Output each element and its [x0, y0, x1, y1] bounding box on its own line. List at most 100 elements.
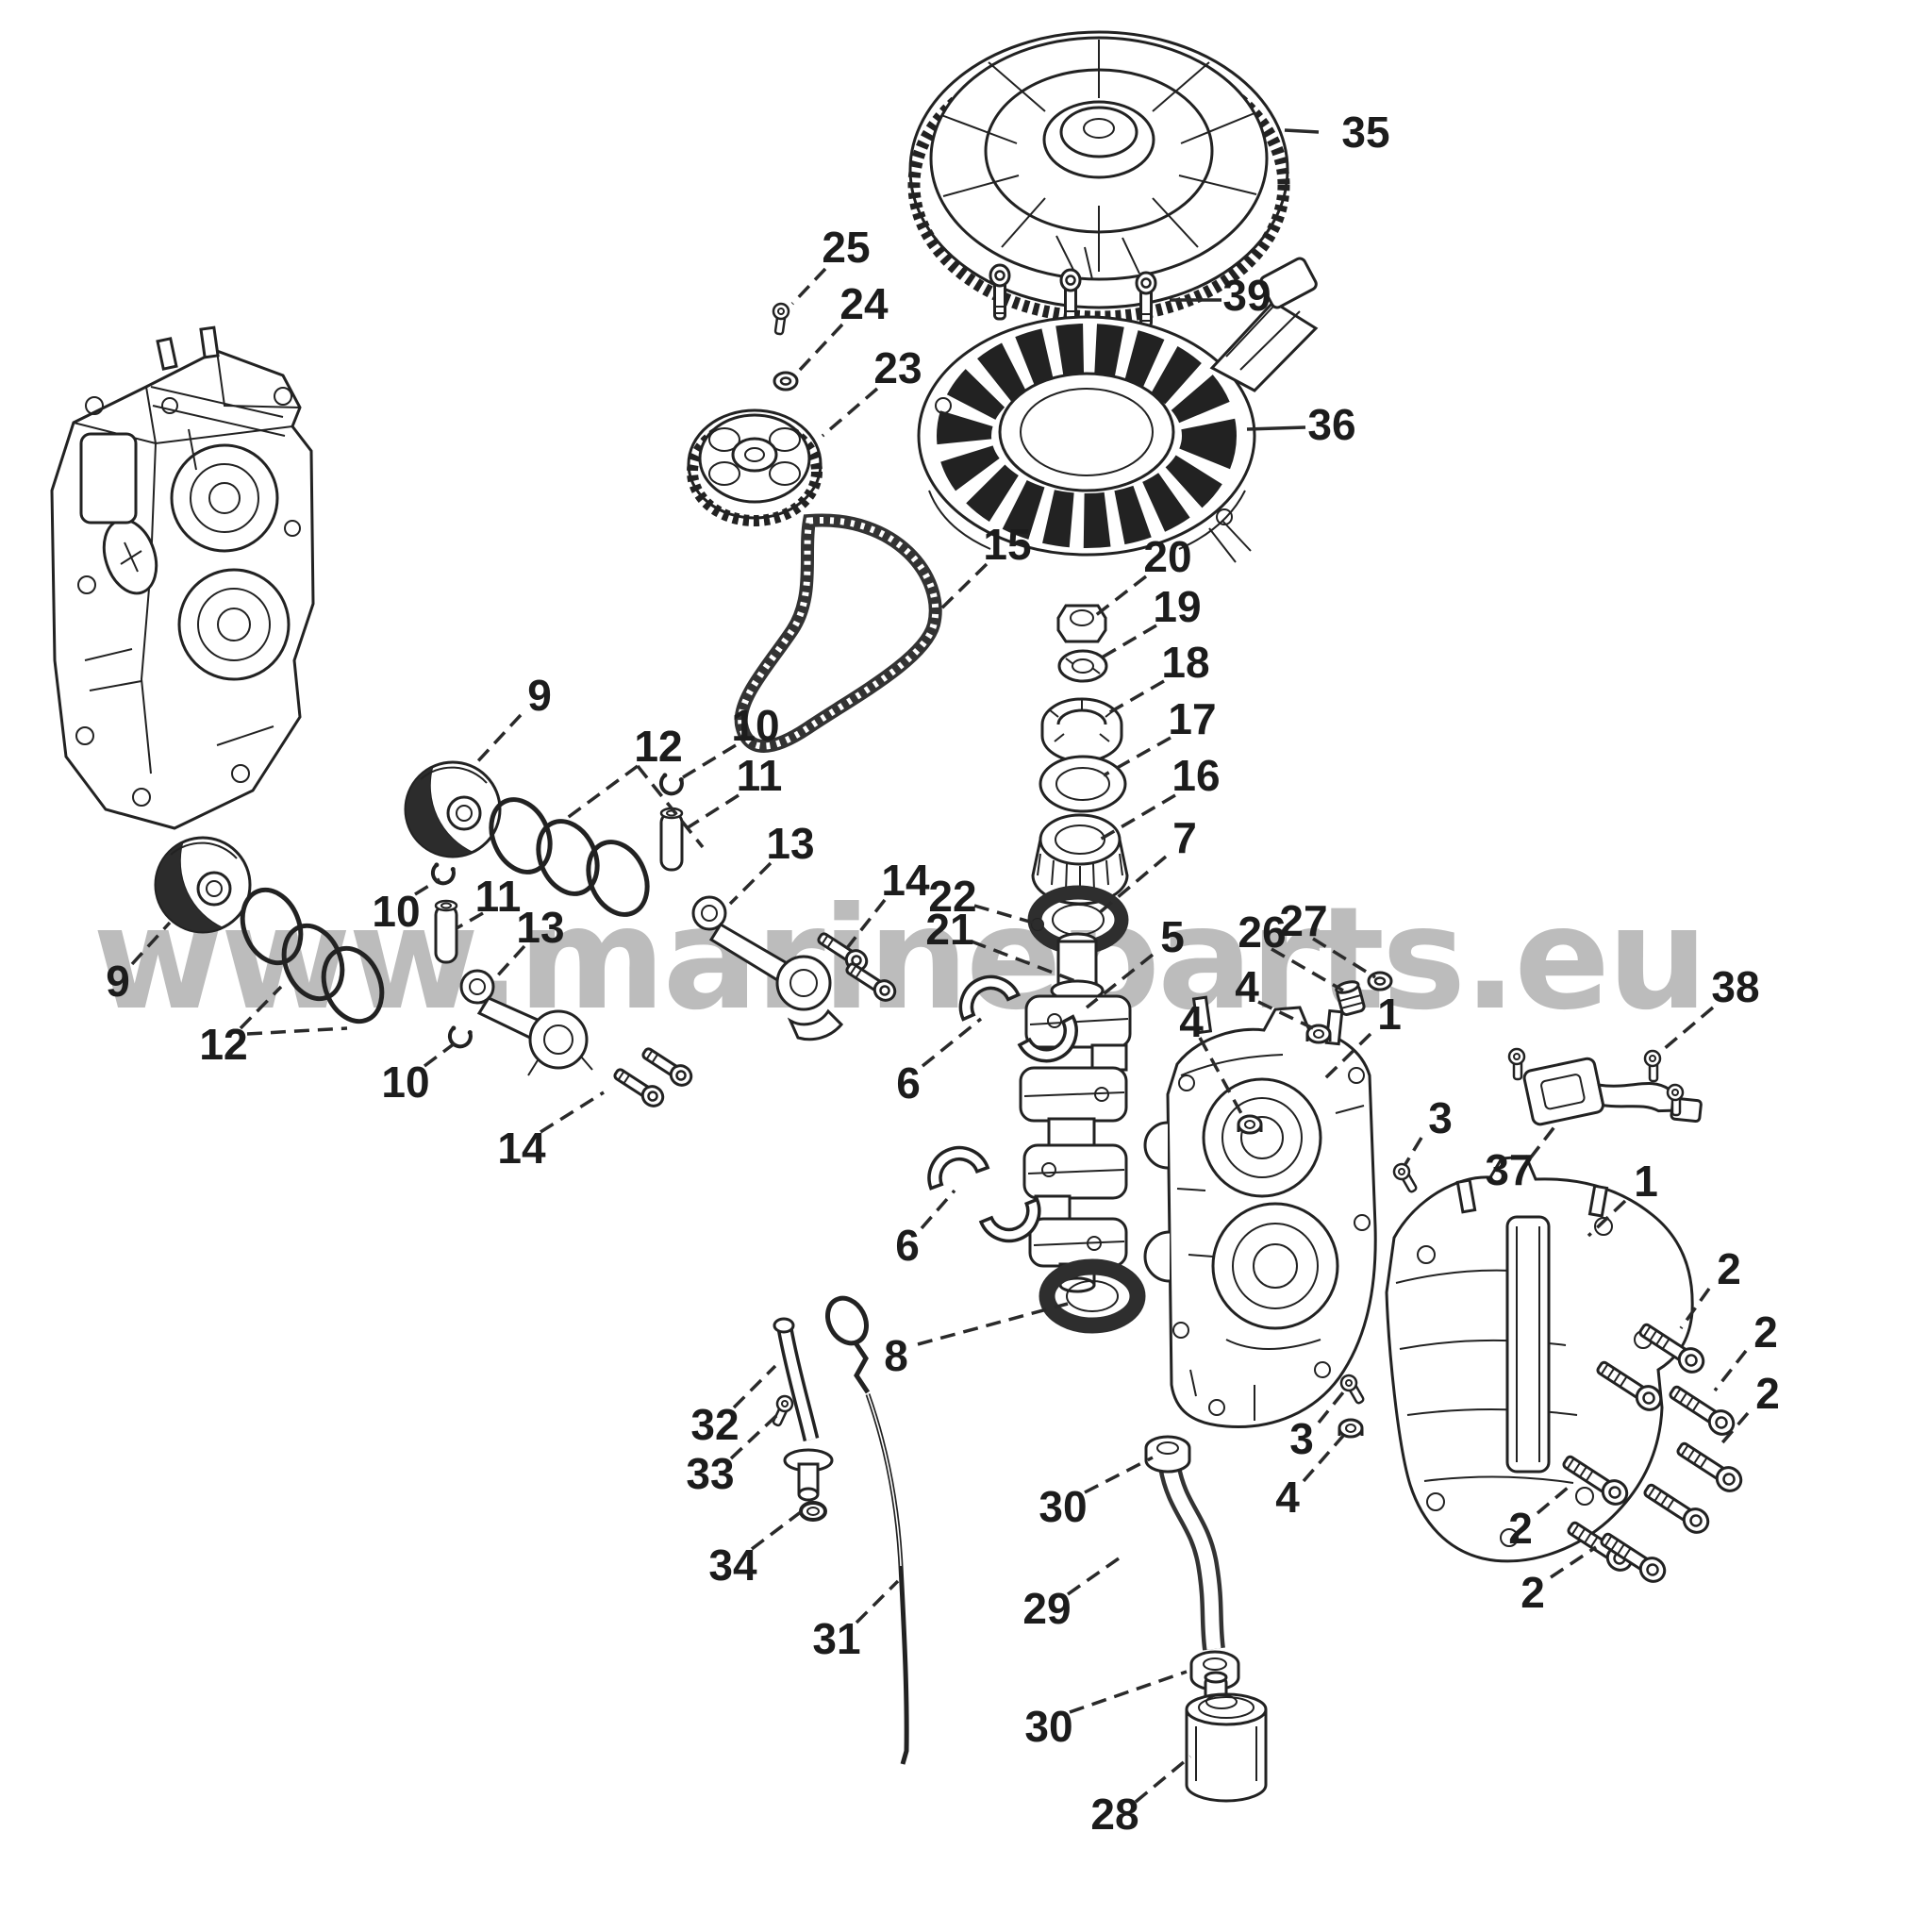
callout-12-15: 12: [634, 722, 682, 771]
crankcase-half-drawing: [1385, 1155, 1694, 1563]
leader-line-29: [1066, 1557, 1121, 1596]
bolt-3-icon: [1389, 1159, 1421, 1197]
callout-17-10: 17: [1168, 694, 1216, 743]
callout-20-7: 20: [1143, 532, 1191, 581]
callout-4-35: 4: [1235, 962, 1259, 1011]
clip-10-icon: [656, 770, 687, 798]
callout-2-42: 2: [1717, 1244, 1741, 1293]
callout-34-54: 34: [708, 1541, 757, 1590]
leader-line-2: [1679, 1287, 1711, 1330]
callout-13-18: 13: [766, 819, 814, 868]
leader-line-11: [686, 793, 739, 830]
flywheel-bolt-39-icon: [1059, 268, 1082, 325]
callout-2-43: 2: [1753, 1307, 1778, 1357]
washer-27-icon: [1367, 971, 1393, 991]
pin-22-icon: [1031, 918, 1044, 931]
dipstick-drawing: [825, 1295, 909, 1765]
callout-14-27: 14: [497, 1124, 546, 1173]
callout-12-22: 12: [199, 1020, 247, 1069]
callout-33-53: 33: [686, 1449, 734, 1498]
case-bolt-2-icon: [1671, 1436, 1747, 1497]
oil-filter-28-drawing: [1185, 1671, 1268, 1803]
case-bolt-2-icon: [1638, 1477, 1714, 1539]
seal-8-icon: [1039, 1258, 1146, 1334]
leader-line-12: [239, 985, 283, 1030]
leader-line-2: [1713, 1349, 1748, 1392]
callout-30-48: 30: [1039, 1482, 1087, 1531]
leader-line-9: [472, 713, 523, 768]
callout-27-34: 27: [1279, 896, 1327, 945]
oil-hose-29-drawing: [1158, 1464, 1225, 1651]
callout-4-36: 4: [1179, 997, 1204, 1046]
o-ring-34-icon: [799, 1501, 827, 1522]
watermark-text: www.marineparts.eu: [92, 877, 1705, 1041]
callout-18-9: 18: [1161, 638, 1209, 687]
leader-line-12: [564, 764, 640, 821]
leader-line-16: [1099, 793, 1176, 841]
leader-line-10: [682, 743, 737, 779]
callout-2-45: 2: [1508, 1504, 1533, 1553]
callout-26-33: 26: [1238, 908, 1286, 957]
leader-line-10: [414, 877, 440, 896]
bolt-38-icon: [1643, 1049, 1662, 1083]
leader-line-1: [1322, 1032, 1372, 1081]
leader-line-23: [821, 387, 879, 438]
leader-line-6: [921, 1017, 983, 1068]
callout-29-51: 29: [1022, 1584, 1071, 1633]
washer-19-icon: [1057, 649, 1108, 683]
leader-line-26: [1271, 947, 1344, 992]
leader-line-38: [1662, 1006, 1715, 1051]
oil-tube-32-drawing: [773, 1317, 834, 1502]
leader-line-12: [636, 764, 705, 849]
leader-line-2: [1717, 1411, 1750, 1449]
callout-10-23: 10: [372, 887, 420, 936]
leader-line-4: [1257, 1000, 1314, 1030]
callout-15-6: 15: [983, 520, 1031, 569]
leader-line-4: [1198, 1037, 1245, 1118]
leader-line-18: [1101, 679, 1165, 719]
leader-line-5: [1085, 953, 1155, 1009]
washer-17-icon: [1039, 755, 1127, 813]
bolt-3-icon: [1337, 1371, 1369, 1408]
callout-10-16: 10: [731, 701, 779, 750]
callout-12-14: 12: [634, 722, 682, 771]
callout-38-39: 38: [1711, 962, 1759, 1011]
crankcase-drawing: [1143, 995, 1377, 1429]
leader-line-6: [920, 1189, 956, 1230]
callout-23-4: 23: [873, 343, 922, 392]
nut-4-icon: [1338, 1418, 1364, 1439]
leader-line-30: [1084, 1456, 1154, 1494]
stator-drawing: [917, 257, 1319, 563]
callout-11-24: 11: [475, 872, 522, 921]
callout-9-13: 9: [527, 671, 552, 720]
callout-8-47: 8: [884, 1331, 908, 1380]
callout-19-8: 19: [1153, 582, 1201, 631]
leader-line-19: [1096, 624, 1157, 662]
callout-4-50: 4: [1275, 1473, 1300, 1522]
leader-line-33: [729, 1413, 779, 1460]
callout-37-40: 37: [1485, 1145, 1533, 1194]
callout-2-44: 2: [1755, 1369, 1780, 1418]
leader-line-24: [798, 323, 844, 372]
callout-14-19: 14: [881, 856, 930, 905]
callout-9-20: 9: [106, 957, 130, 1006]
callout-6-29: 6: [895, 1221, 920, 1270]
leader-line-12: [246, 1026, 348, 1036]
callout-6-28: 6: [896, 1058, 921, 1108]
flywheel-bolt-39-icon: [1135, 271, 1157, 328]
leader-line-4: [1302, 1434, 1345, 1483]
leader-line-10: [423, 1041, 457, 1068]
leader-line-9: [130, 921, 172, 966]
callout-10-26: 10: [381, 1058, 429, 1107]
leader-line-11: [456, 911, 484, 930]
leader-line-25: [790, 267, 827, 306]
bearing-shell-6-icon: [919, 1137, 989, 1191]
callout-30-56: 30: [1024, 1702, 1072, 1751]
leader-line-20: [1094, 575, 1148, 617]
fitting-26-icon: [1335, 980, 1366, 1017]
callout-36-5: 36: [1307, 400, 1355, 449]
callout-28-57: 28: [1090, 1790, 1138, 1839]
callout-3-49: 3: [1289, 1414, 1314, 1463]
leader-line-14: [845, 898, 887, 950]
